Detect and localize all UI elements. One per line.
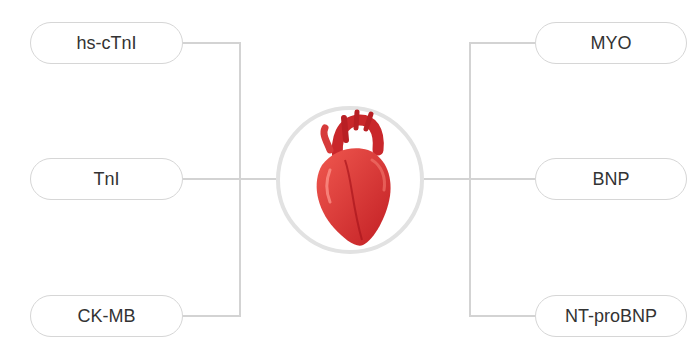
right-leader [424, 178, 535, 180]
heart-illustration [317, 112, 391, 246]
heart-frame [278, 108, 422, 252]
marker-pill: BNP [535, 158, 687, 200]
marker-label: NT-proBNP [565, 306, 657, 327]
heart-groove [345, 160, 362, 240]
marker-label: BNP [592, 169, 629, 190]
vessel [344, 118, 346, 140]
marker-label: CK-MB [78, 306, 136, 327]
marker-pill: CK-MB [30, 295, 183, 337]
marker-label: MYO [590, 33, 631, 54]
heart-highlight [372, 160, 385, 190]
marker-pill: MYO [535, 22, 687, 64]
bracket-lines [183, 43, 535, 316]
marker-pill: hs-cTnI [30, 22, 183, 64]
heart-body [317, 148, 391, 246]
vessel [366, 114, 371, 129]
marker-label: TnI [93, 169, 119, 190]
heart-highlight [327, 170, 330, 202]
marker-label: hs-cTnI [76, 33, 136, 54]
marker-pill: TnI [30, 158, 183, 200]
marker-pill: NT-proBNP [535, 295, 687, 337]
vessel [324, 128, 330, 150]
vessel [356, 112, 357, 128]
left-leader [183, 178, 276, 180]
